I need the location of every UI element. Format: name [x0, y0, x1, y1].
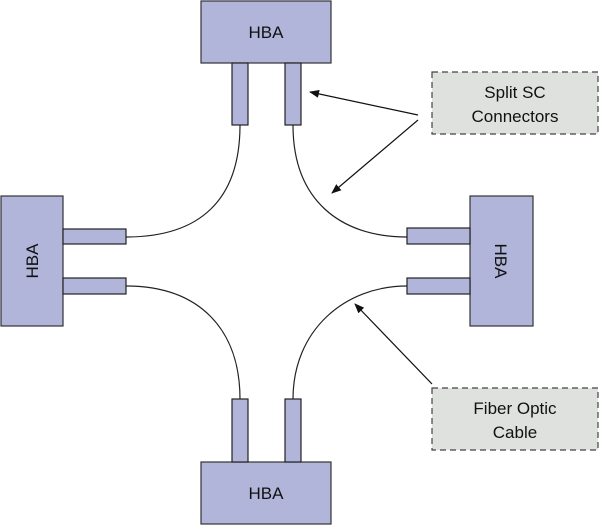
fiber-cable-bottom-right [292, 285, 408, 400]
callout-connectors-line2: Connectors [472, 107, 559, 126]
hba-label-top: HBA [249, 23, 285, 42]
fiber-cable-top-right [292, 124, 408, 238]
sc-connector-top-right [284, 62, 302, 126]
sc-connector-right-top [406, 227, 471, 245]
sc-connector-top-left [231, 62, 249, 126]
fiber-cable-top-left [125, 124, 241, 238]
sc-connector-left-top [62, 228, 127, 245]
sc-connector-bottom-right [284, 398, 302, 463]
arrow-to-cable-center [331, 119, 419, 194]
callout-cable-line1: Fiber Optic [473, 399, 557, 418]
hba-card-bottom [200, 461, 332, 525]
hba-card-left [0, 195, 64, 327]
fiber-cable-bottom-left [125, 285, 241, 400]
hba-label-right: HBA [491, 244, 510, 280]
sc-connector-left-bottom [62, 277, 127, 295]
callout-connectors-line1: Split SC [484, 83, 545, 102]
callout-split-sc-connectors [431, 71, 599, 135]
callout-cable-line2: Cable [493, 423, 537, 442]
callout-fiber-optic-cable [431, 387, 599, 451]
hba-card-top [200, 0, 332, 64]
sc-connector-right-bottom [406, 277, 471, 295]
sc-connector-bottom-left [231, 398, 249, 463]
hba-card-right [469, 195, 534, 327]
arrow-to-fiber-cable [354, 303, 433, 385]
hba-label-left: HBA [23, 243, 42, 279]
hba-label-bottom: HBA [249, 484, 285, 503]
arrow-to-top-connector [309, 89, 419, 116]
